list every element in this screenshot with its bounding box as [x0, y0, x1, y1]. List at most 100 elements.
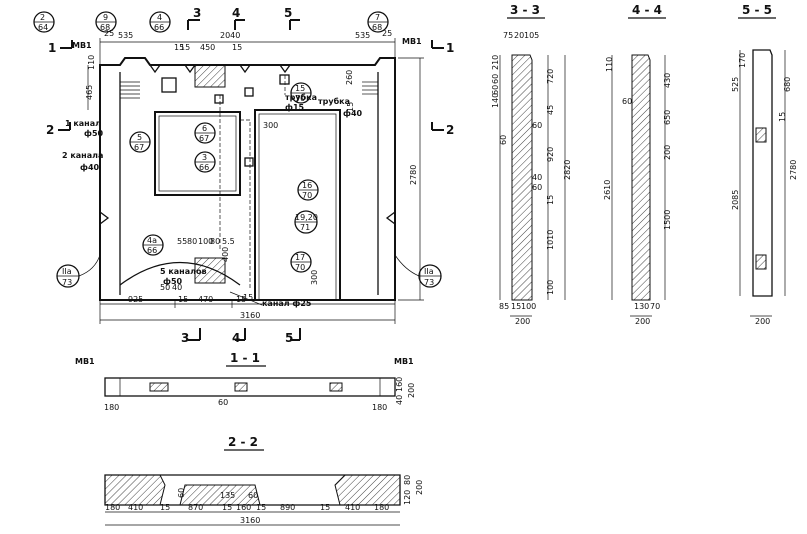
bottom-dimensions: 925 15 470 15 3160 — [99, 295, 396, 324]
svg-text:15: 15 — [295, 84, 305, 93]
svg-text:6: 6 — [202, 124, 207, 133]
section-4-4-body — [631, 54, 651, 301]
svg-text:2: 2 — [446, 123, 454, 137]
svg-text:100: 100 — [198, 237, 213, 246]
svg-text:IIa: IIa — [424, 267, 434, 276]
svg-text:15: 15 — [511, 302, 521, 311]
svg-text:66: 66 — [199, 163, 209, 172]
svg-text:80: 80 — [403, 475, 412, 485]
svg-text:60: 60 — [622, 97, 632, 106]
svg-text:3: 3 — [202, 153, 207, 162]
svg-text:110: 110 — [605, 57, 614, 72]
svg-text:160: 160 — [236, 503, 251, 512]
wiring-line — [219, 75, 286, 290]
callout: 15 70 — [290, 82, 312, 104]
svg-text:ф15: ф15 — [285, 103, 305, 112]
svg-text:IIa: IIa — [62, 267, 72, 276]
svg-text:465: 465 — [85, 85, 94, 100]
svg-text:трубка: трубка — [318, 96, 350, 106]
callout: 7 68 — [367, 11, 389, 33]
svg-text:925: 925 — [128, 295, 143, 304]
svg-text:73: 73 — [424, 278, 434, 287]
svg-text:535: 535 — [355, 31, 370, 40]
svg-text:66: 66 — [154, 23, 164, 32]
left-ribs — [120, 81, 140, 99]
svg-text:15: 15 — [546, 195, 555, 205]
svg-text:17: 17 — [295, 253, 305, 262]
svg-text:160: 160 — [395, 377, 404, 392]
callout: 9 68 — [95, 11, 117, 33]
section-5-5-insert — [755, 127, 767, 143]
bottom-arch — [119, 261, 241, 286]
svg-text:15: 15 — [232, 43, 242, 52]
svg-text:40: 40 — [172, 283, 182, 292]
svg-text:МВ1: МВ1 — [75, 357, 95, 366]
svg-text:410: 410 — [345, 503, 360, 512]
svg-text:890: 890 — [280, 503, 295, 512]
svg-text:2: 2 — [40, 13, 45, 22]
svg-text:ф50: ф50 — [84, 129, 104, 138]
right-ribs — [362, 81, 378, 95]
svg-text:1 - 1: 1 - 1 — [230, 351, 260, 365]
svg-text:трубка: трубка — [285, 92, 317, 102]
svg-text:1: 1 — [48, 41, 56, 55]
svg-text:45: 45 — [546, 105, 555, 115]
right-total-dimension: 2780 — [398, 57, 424, 301]
svg-text:70: 70 — [295, 263, 305, 272]
callout: 16 70 — [297, 179, 319, 201]
svg-text:25: 25 — [382, 29, 392, 38]
svg-text:410: 410 — [128, 503, 143, 512]
svg-text:15: 15 — [160, 503, 170, 512]
svg-text:1: 1 — [446, 41, 454, 55]
svg-text:25: 25 — [104, 29, 114, 38]
side-notch — [99, 211, 110, 225]
svg-text:40: 40 — [395, 395, 404, 405]
svg-text:300: 300 — [310, 270, 319, 285]
top-channel — [194, 64, 226, 88]
section-markers-bottom: 3 4 5 — [181, 328, 301, 345]
svg-text:5 каналов: 5 каналов — [160, 267, 207, 276]
callout: 5 67 — [129, 131, 151, 153]
svg-text:68: 68 — [100, 23, 110, 32]
top-pocket — [149, 64, 161, 74]
svg-text:60: 60 — [499, 135, 508, 145]
svg-text:ф50: ф50 — [163, 277, 183, 286]
callout: 2 64 — [33, 11, 55, 33]
svg-text:ф40: ф40 — [80, 163, 100, 172]
svg-text:3160: 3160 — [240, 516, 260, 525]
section-2-2: 2 - 2 180 410 15 870 135 15 160 15 890 1… — [104, 435, 424, 526]
section-5-5-dims: 170 525 2085 680 15 2780 200 — [731, 53, 798, 326]
section-4-4-dims: 110 430 650 200 1500 2610 60 130 70 200 — [603, 57, 672, 326]
junction-box — [214, 94, 224, 104]
junction-box — [244, 157, 254, 167]
svg-text:9: 9 — [103, 13, 108, 22]
window-inner — [158, 115, 237, 192]
svg-text:МВ1: МВ1 — [402, 37, 422, 46]
svg-text:60: 60 — [532, 121, 542, 130]
svg-text:130: 130 — [634, 302, 649, 311]
svg-text:15: 15 — [256, 503, 266, 512]
main-labels: МВ1 МВ1 1 канал ф50 2 канала ф40 трубка … — [62, 37, 422, 308]
svg-text:100: 100 — [521, 302, 536, 311]
callout: 19,20 71 — [294, 210, 318, 234]
svg-text:60: 60 — [218, 398, 228, 407]
svg-text:5: 5 — [137, 133, 142, 142]
svg-text:210: 210 — [491, 55, 500, 70]
svg-text:70: 70 — [295, 94, 305, 103]
svg-text:15: 15 — [222, 503, 232, 512]
svg-text:180: 180 — [104, 403, 119, 412]
svg-text:15: 15 — [174, 43, 184, 52]
top-pocket — [184, 64, 196, 74]
svg-text:2820: 2820 — [563, 160, 572, 180]
svg-text:4: 4 — [232, 331, 240, 345]
svg-text:75: 75 — [503, 31, 513, 40]
svg-text:430: 430 — [663, 73, 672, 88]
svg-text:680: 680 — [783, 77, 792, 92]
svg-text:70: 70 — [650, 302, 660, 311]
svg-text:3 - 3: 3 - 3 — [510, 3, 540, 17]
svg-text:5.5: 5.5 — [222, 237, 235, 246]
svg-text:180: 180 — [105, 503, 120, 512]
svg-text:200: 200 — [407, 383, 416, 398]
callout: 3 66 — [194, 151, 216, 173]
